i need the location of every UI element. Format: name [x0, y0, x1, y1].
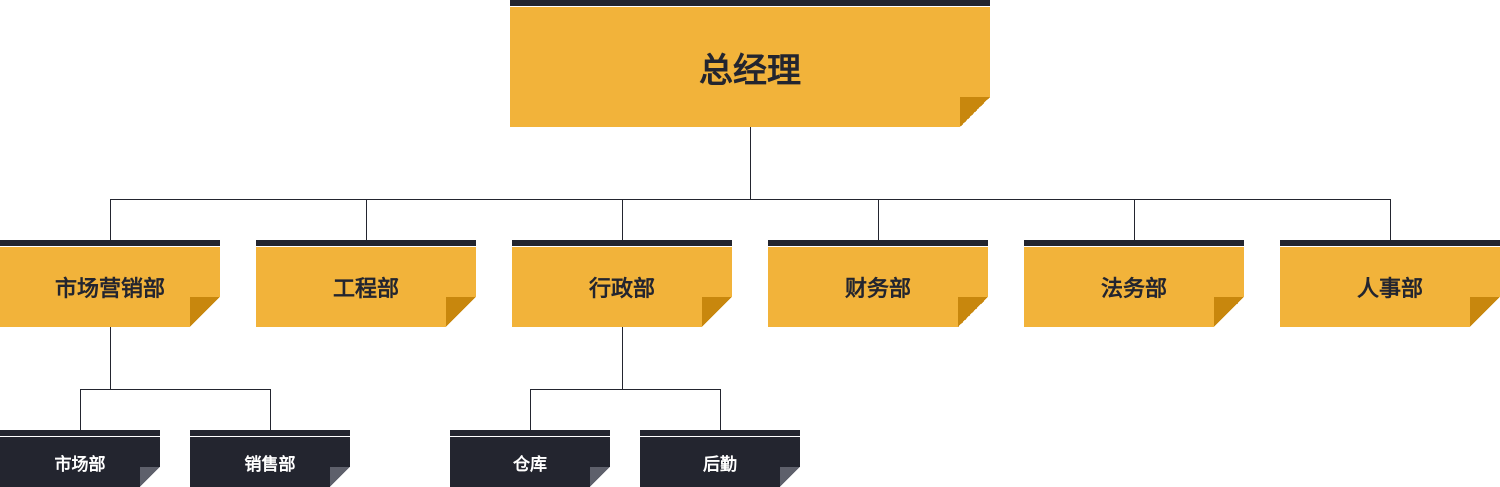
connector-line	[1390, 199, 1391, 240]
node-label: 法务部	[1100, 277, 1167, 302]
node-logistics-unit[interactable]: 后勤	[640, 430, 800, 487]
node-top-bar	[0, 430, 160, 436]
folded-corner-icon	[590, 467, 610, 487]
node-admin-dept[interactable]: 行政部	[512, 240, 732, 327]
connector-line	[530, 389, 721, 390]
connector-line	[622, 327, 623, 390]
node-engineering-dept[interactable]: 工程部	[256, 240, 476, 327]
folded-corner-icon	[958, 297, 988, 327]
node-top-bar	[0, 240, 220, 246]
folded-corner-icon	[702, 297, 732, 327]
node-top-bar	[768, 240, 988, 246]
connector-line	[270, 389, 271, 430]
folded-corner-icon	[330, 467, 350, 487]
connector-line	[366, 199, 367, 240]
connector-line	[878, 199, 879, 240]
node-label: 行政部	[588, 277, 655, 302]
node-marketing-dept[interactable]: 市场营销部	[0, 240, 220, 327]
connector-line	[622, 199, 623, 240]
node-top-bar	[640, 430, 800, 436]
node-label: 后勤	[703, 454, 737, 475]
connector-line	[720, 389, 721, 430]
node-hr-dept[interactable]: 人事部	[1280, 240, 1500, 327]
connector-line	[1134, 199, 1135, 240]
node-general-manager[interactable]: 总经理	[510, 0, 990, 127]
folded-corner-icon	[190, 297, 220, 327]
node-label: 人事部	[1356, 277, 1423, 302]
node-label: 市场部	[54, 454, 106, 475]
connector-line	[110, 199, 111, 240]
node-sales-unit[interactable]: 销售部	[190, 430, 350, 487]
folded-corner-icon	[140, 467, 160, 487]
connector-line	[750, 127, 751, 199]
folded-corner-icon	[446, 297, 476, 327]
node-label: 总经理	[699, 50, 801, 91]
folded-corner-icon	[780, 467, 800, 487]
node-top-bar	[1024, 240, 1244, 246]
folded-corner-icon	[1214, 297, 1244, 327]
node-warehouse-unit[interactable]: 仓库	[450, 430, 610, 487]
node-top-bar	[450, 430, 610, 436]
node-label: 工程部	[332, 277, 399, 302]
node-top-bar	[190, 430, 350, 436]
node-top-bar	[256, 240, 476, 246]
connector-line	[110, 327, 111, 390]
node-top-bar	[510, 0, 990, 6]
connector-line	[80, 389, 271, 390]
node-top-bar	[512, 240, 732, 246]
connector-line	[530, 389, 531, 430]
node-label: 财务部	[844, 277, 911, 302]
connector-line	[80, 389, 81, 430]
node-label: 市场营销部	[54, 277, 165, 302]
node-market-unit[interactable]: 市场部	[0, 430, 160, 487]
node-finance-dept[interactable]: 财务部	[768, 240, 988, 327]
connector-line	[110, 199, 1391, 200]
folded-corner-icon	[1470, 297, 1500, 327]
node-top-bar	[1280, 240, 1500, 246]
folded-corner-icon	[960, 97, 990, 127]
node-label: 仓库	[513, 454, 547, 475]
node-label: 销售部	[244, 454, 296, 475]
node-legal-dept[interactable]: 法务部	[1024, 240, 1244, 327]
